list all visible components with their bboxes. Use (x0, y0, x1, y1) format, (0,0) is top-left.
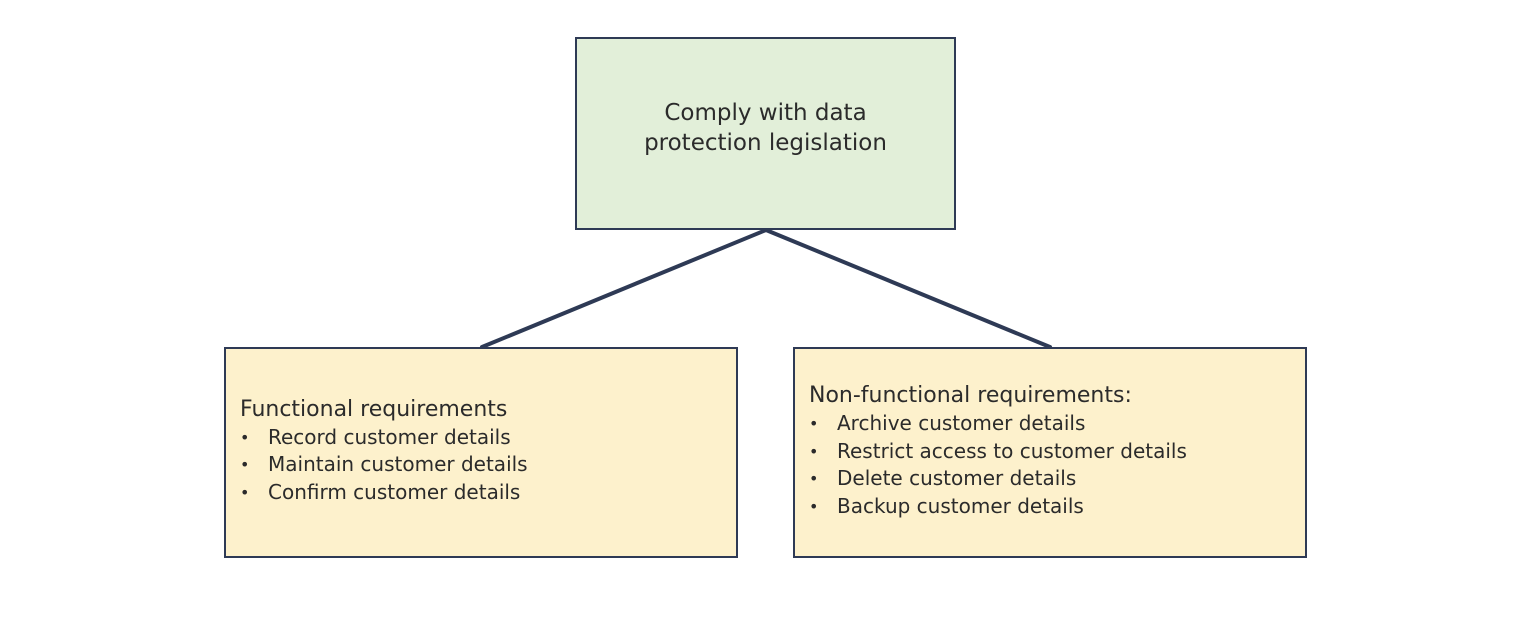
list-item-label: Restrict access to customer details (837, 438, 1187, 463)
list-item-label: Confirm customer details (268, 479, 521, 504)
bullet-icon: • (809, 469, 819, 488)
bullet-icon: • (809, 441, 819, 461)
functional-requirements-title: Functional requirements (240, 396, 508, 422)
list-item: • Delete customer details (809, 465, 1295, 493)
functional-requirements-node: Functional requirements • Record customer… (224, 347, 738, 558)
list-item-label: Archive customer details (837, 411, 1086, 435)
bullet-icon: • (809, 414, 819, 433)
bullet-icon: • (809, 496, 819, 516)
bullet-icon: • (240, 427, 250, 447)
list-item: • Archive customer details (809, 410, 1295, 438)
connector-root-to-functional (480, 228, 768, 349)
list-item-label: Record customer details (268, 424, 511, 449)
list-item: • Restrict access to customer details (809, 438, 1295, 466)
list-item: • Confirm customer details (240, 479, 726, 507)
non-functional-requirements-list: • Archive customer details • Restrict acce… (809, 410, 1295, 520)
non-functional-requirements-node: Non-functional requirements: • Archive cu… (793, 347, 1307, 558)
list-item: • Backup customer details (809, 493, 1295, 521)
non-functional-requirements-title: Non-functional requirements: (809, 383, 1132, 408)
list-item: • Record customer details (240, 424, 726, 452)
bullet-icon: • (240, 455, 250, 475)
root-node-title: Comply with data protection legislation (644, 99, 887, 156)
connector-root-to-non-functional (764, 228, 1052, 349)
list-item-label: Backup customer details (837, 493, 1084, 518)
list-item: • Maintain customer details (240, 451, 726, 479)
root-node: Comply with data protection legislation (575, 37, 956, 230)
list-item-label: Delete customer details (837, 466, 1077, 490)
list-item-label: Maintain customer details (268, 452, 528, 477)
bullet-icon: • (240, 482, 250, 502)
functional-requirements-list: • Record customer details • Maintain custo… (240, 424, 726, 507)
